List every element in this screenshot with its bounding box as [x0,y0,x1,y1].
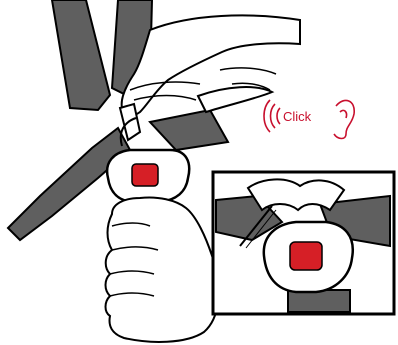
buckle-red-button [132,164,158,186]
sound-waves-icon [264,100,280,132]
click-annotation: Click [264,100,354,139]
inset-closeup [213,172,394,314]
right-strap [150,110,228,150]
left-shoulder-strap [52,0,110,110]
top-hand-wrist [198,87,272,112]
click-label: Click [283,109,312,124]
bottom-hand [106,197,219,341]
inset-red-button [290,242,322,270]
ear-icon [334,100,354,138]
inset-latch-plates [248,179,344,210]
inset-bottom-strap [288,290,350,312]
